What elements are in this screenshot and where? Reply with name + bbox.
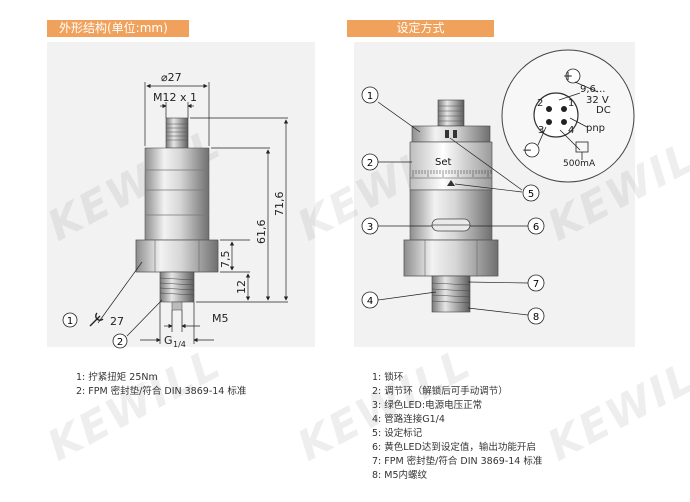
g-fraction-label: 1/4: [173, 340, 186, 349]
pin-2-label: 2: [537, 98, 543, 109]
callout-1-right: 1: [361, 86, 379, 104]
legend-item: 1: 锁环: [372, 372, 404, 383]
thread-m12-label: M12 x 1: [153, 91, 197, 104]
callout-6-right: 6: [527, 217, 545, 235]
callout-2-left: 2: [112, 333, 128, 349]
wrench-size-label: 27: [110, 315, 124, 328]
svg-text:3: 3: [367, 222, 373, 233]
legend-item: 5: 设定标记: [372, 428, 423, 439]
g-thread-label: G: [164, 334, 173, 347]
legend-item: 3: 绿色LED:电源电压正常: [372, 400, 483, 411]
legend-item: 6: 黄色LED达到设定值，输出功能开启: [372, 442, 536, 453]
voltage-max-label: 32 V: [586, 95, 609, 106]
callout-4-right: 4: [361, 291, 379, 309]
diameter-label: ⌀27: [161, 71, 182, 84]
right-sensor: [403, 99, 499, 313]
callout-3-right: 3: [361, 217, 379, 235]
legend-item: 1: 拧紧扭矩 25Nm: [76, 372, 158, 383]
dim-7-5: 7,5: [219, 251, 232, 269]
legend-right: 1: 锁环 2: 调节环（解锁后可手动调节） 3: 绿色LED:电源电压正常 4…: [372, 371, 542, 483]
tab-setting-method: 设定方式: [347, 20, 494, 37]
m5-label: M5: [212, 312, 229, 325]
svg-text:6: 6: [533, 222, 539, 233]
wrench-icon: [89, 312, 104, 327]
plus-icon: +: [563, 69, 573, 83]
minus-icon: −: [522, 143, 532, 157]
legend-item: 2: FPM 密封垫/符合 DIN 3869-14 标准: [76, 386, 247, 397]
dim-71-6: 71,6: [273, 192, 286, 217]
callout-5-right: 5: [522, 184, 540, 202]
dim-61-6: 61,6: [255, 220, 268, 245]
svg-text:2: 2: [367, 158, 373, 169]
svg-text:1: 1: [67, 316, 73, 327]
pin-4-label: 4: [568, 125, 574, 136]
callout-2-right: 2: [361, 153, 379, 171]
svg-text:2: 2: [117, 337, 123, 348]
svg-text:7: 7: [533, 279, 539, 290]
left-sensor: [135, 117, 219, 311]
legend-left: 1: 拧紧扭矩 25Nm 2: FPM 密封垫/符合 DIN 3869-14 标…: [76, 371, 246, 399]
dc-label: DC: [596, 105, 611, 116]
tab-dimensions: 外形结构(单位:mm): [47, 20, 189, 37]
dim-12: 12: [235, 280, 248, 294]
callout-7-right: 7: [527, 274, 545, 292]
legend-item: 4: 管路连接G1/4: [372, 414, 445, 425]
legend-item: 8: M5内螺纹: [372, 470, 428, 481]
svg-text:8: 8: [533, 312, 539, 323]
set-label: Set: [435, 157, 452, 168]
callout-8-right: 8: [527, 307, 545, 325]
svg-text:4: 4: [367, 296, 373, 307]
svg-text:5: 5: [528, 189, 534, 200]
current-label: 500mA: [563, 159, 596, 169]
pin-3-label: 3: [538, 125, 544, 136]
legend-item: 7: FPM 密封垫/符合 DIN 3869-14 标准: [372, 456, 543, 467]
legend-item: 2: 调节环（解锁后可手动调节）: [372, 386, 508, 397]
dimension-lines: [97, 82, 289, 344]
pnp-label: pnp: [586, 123, 605, 134]
connector-pinout: + − 9,6... 32 V DC pnp 500mA 2 1 3 4: [501, 49, 635, 183]
pin-1-label: 1: [568, 98, 574, 109]
voltage-range-label: 9,6...: [580, 84, 605, 95]
callout-1-left: 1: [62, 312, 78, 328]
svg-text:1: 1: [367, 91, 373, 102]
